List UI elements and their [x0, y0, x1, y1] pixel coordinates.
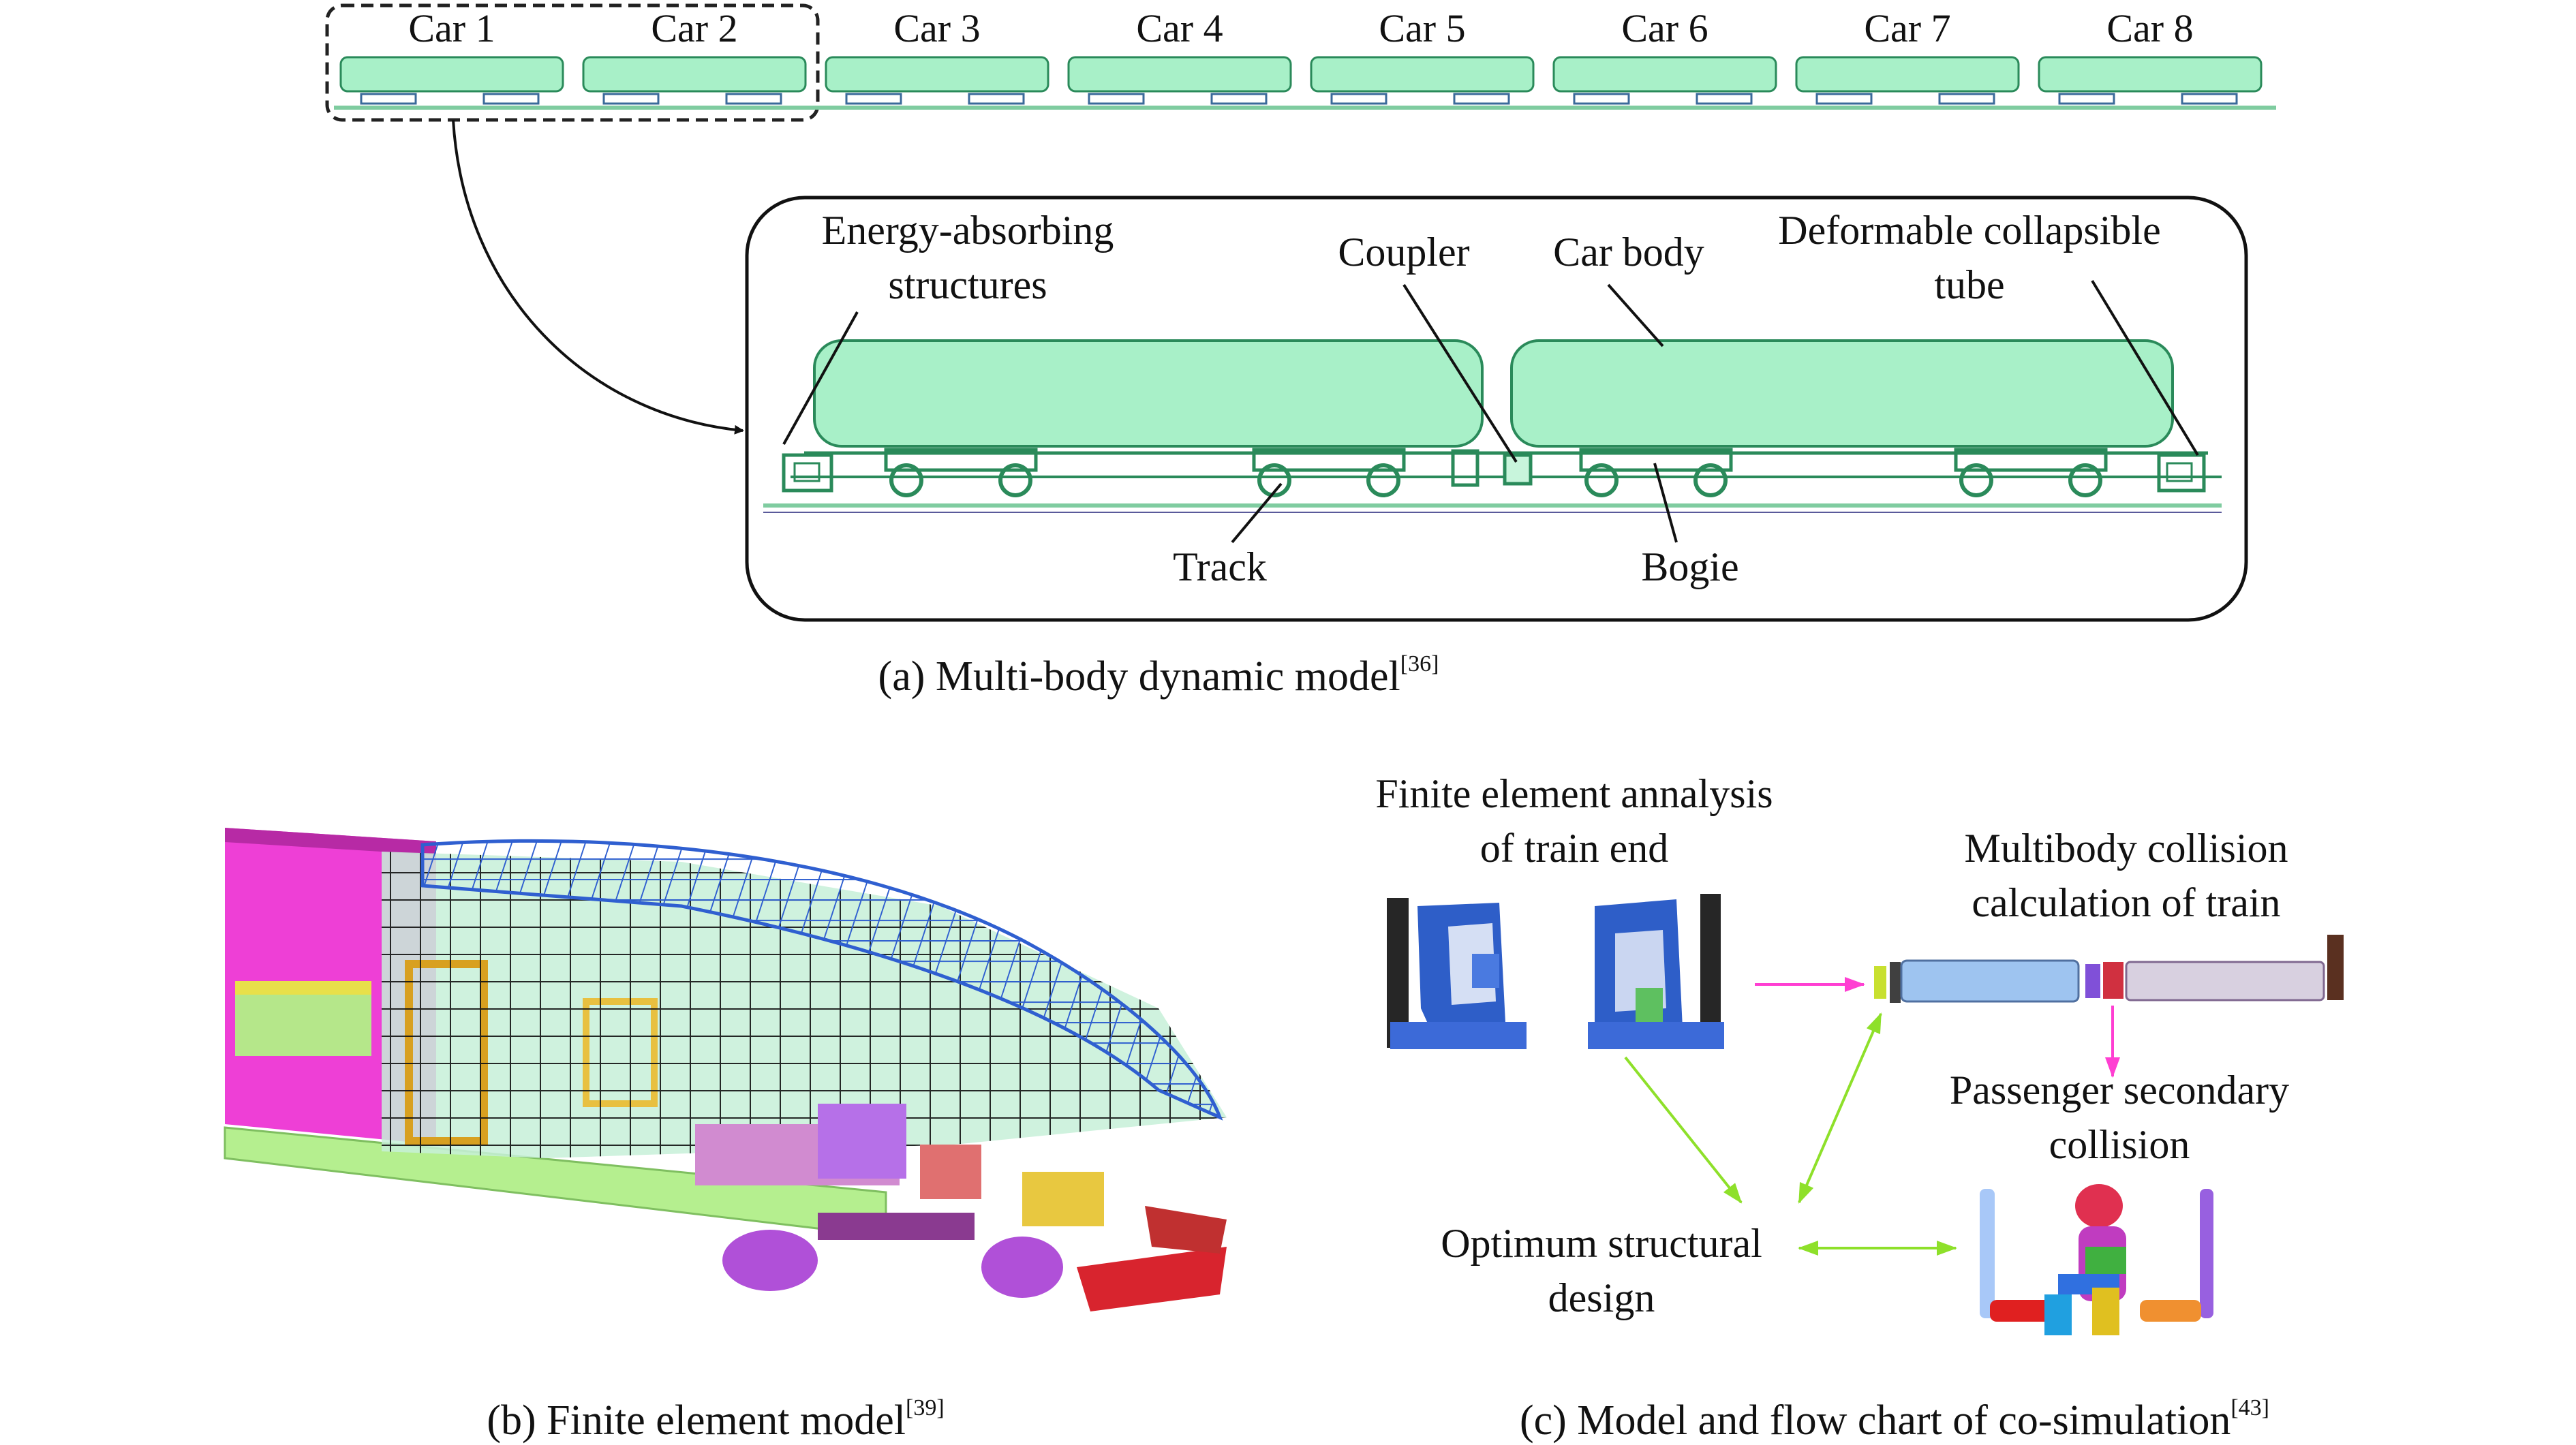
label-optimum: Optimum structural design	[1441, 1221, 1762, 1320]
car-label: Car 8	[2106, 6, 2194, 50]
car-bogie	[1938, 93, 1995, 105]
passenger-image	[1980, 1184, 2213, 1335]
bogie-wheel	[1257, 463, 1291, 497]
label-car-body: Car body	[1553, 230, 1704, 275]
car-bogie	[1210, 93, 1268, 105]
car-body-right	[1510, 339, 2174, 448]
zoom-arrow	[452, 119, 744, 435]
car-body-left	[813, 339, 1484, 448]
detail-frame	[745, 196, 2248, 622]
car-label: Car 2	[651, 6, 738, 50]
car-label: Car 3	[893, 6, 981, 50]
car-bogie	[1815, 93, 1873, 105]
label-bogie: Bogie	[1641, 544, 1739, 589]
bogie-wheel	[1959, 463, 1993, 497]
car-bogie	[845, 93, 902, 105]
panel-c-flowchart	[1387, 894, 2344, 1335]
highlight-box	[325, 3, 820, 122]
fea-image	[1387, 894, 1724, 1049]
car-bogie	[1573, 93, 1630, 105]
label-track: Track	[1173, 544, 1267, 589]
car-body	[1552, 56, 1777, 93]
car-bogie	[725, 93, 782, 105]
panel-b-fe-model	[224, 828, 1227, 1311]
car-body	[2038, 56, 2263, 93]
caption-b: (b) Finite element model[39]	[487, 1395, 945, 1444]
car-label: Car 7	[1864, 6, 1951, 50]
caption-a: (a) Multi-body dynamic model[36]	[878, 651, 1439, 700]
car-bogie	[360, 93, 417, 105]
bogie-wheel	[1366, 463, 1400, 497]
car-bogie	[602, 93, 660, 105]
car-body	[1067, 56, 1292, 93]
car-bogie	[968, 93, 1025, 105]
bogie-frame	[1954, 448, 2108, 472]
bogie-wheel	[1693, 463, 1728, 497]
car-body	[1795, 56, 2020, 93]
car-body	[339, 56, 564, 93]
bogie-frame	[884, 448, 1038, 472]
label-energy-absorbing: Energy-absorbing structures	[821, 208, 1114, 307]
bogie-wheel	[2068, 463, 2102, 497]
arrow-fea-to-optimum	[1624, 1056, 1743, 1204]
car-body	[582, 56, 807, 93]
label-deformable-tube: Deformable collapsible tube	[1778, 208, 2161, 307]
panel-a-detail	[745, 196, 2248, 622]
car-body	[825, 56, 1049, 93]
panel-a-train-overview	[325, 3, 2276, 435]
car-label: Car 6	[1621, 6, 1708, 50]
bogie-wheel	[889, 463, 923, 497]
car-label: Car 4	[1136, 6, 1223, 50]
bogie-wheel	[1584, 463, 1619, 497]
car-body	[1310, 56, 1535, 93]
bogie-wheel	[998, 463, 1032, 497]
label-passenger: Passenger secondary collision	[1949, 1068, 2290, 1167]
label-multibody: Multibody collision calculation of train	[1964, 826, 2288, 925]
car-bogie	[1696, 93, 1753, 105]
label-fea: Finite element annalysis of train end	[1375, 771, 1773, 871]
bogies	[884, 448, 2108, 497]
car-bogie	[482, 93, 540, 105]
multibody-image	[1874, 935, 2344, 1003]
car-bogie	[1088, 93, 1145, 105]
car-bogie	[2058, 93, 2115, 105]
arrow-optimum-multibody	[1798, 1012, 1882, 1204]
caption-c: (c) Model and flow chart of co-simulatio…	[1520, 1395, 2269, 1444]
car-row	[339, 56, 2263, 105]
car-bogie	[1330, 93, 1387, 105]
label-coupler: Coupler	[1338, 230, 1470, 275]
car-label: Car 1	[408, 6, 495, 50]
car-bogie	[1453, 93, 1510, 105]
car-bogie	[2181, 93, 2238, 105]
car-label: Car 5	[1379, 6, 1466, 50]
bogie-frame	[1252, 448, 1406, 472]
